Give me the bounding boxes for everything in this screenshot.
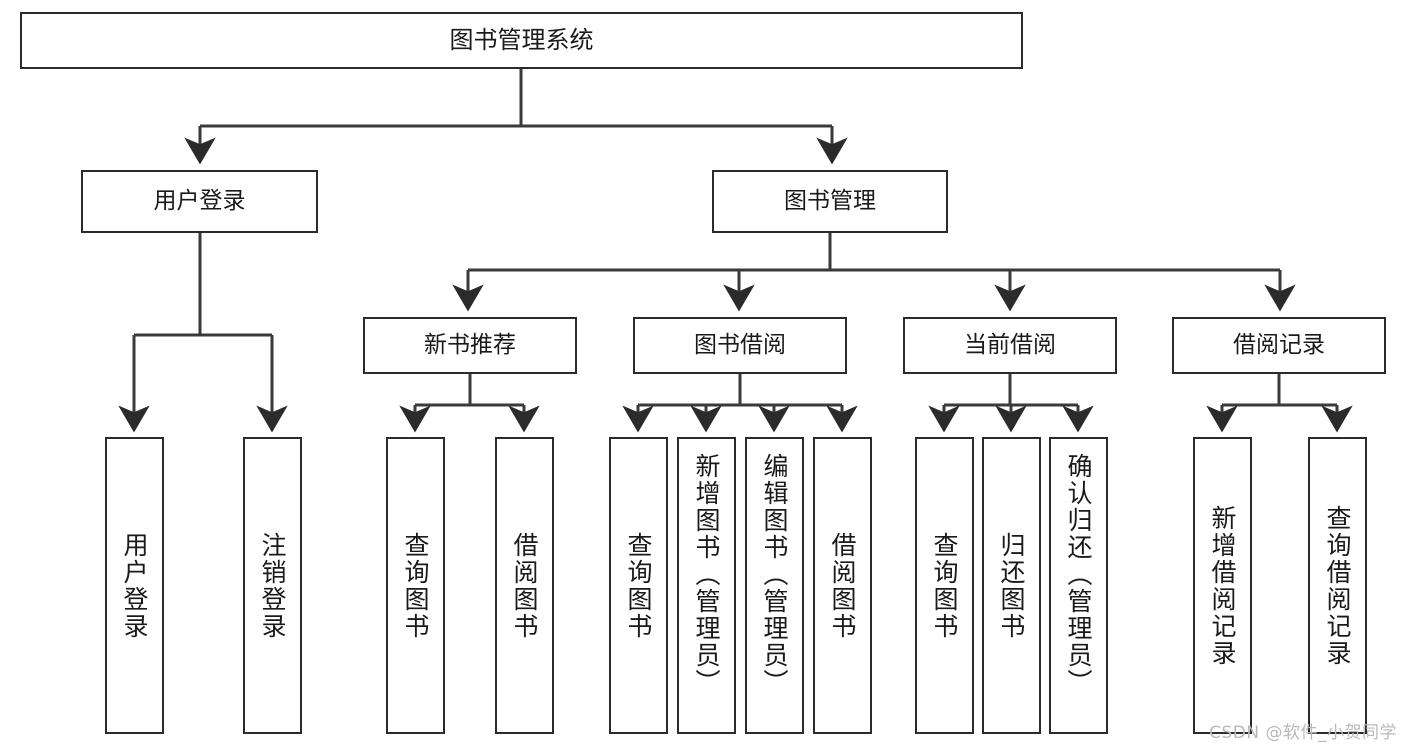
- node-label: 图书管理: [784, 187, 876, 214]
- leaf-borrow-record-query[interactable]: 查询借阅记录: [1308, 437, 1367, 734]
- node-root-system[interactable]: 图书管理系统: [20, 12, 1023, 69]
- node-label: 当前借阅: [964, 331, 1056, 358]
- leaf-current-borrow-return[interactable]: 归还图书: [982, 437, 1041, 734]
- leaf-new-book-query[interactable]: 查询图书: [386, 437, 445, 734]
- leaf-new-book-borrow[interactable]: 借阅图书: [495, 437, 554, 734]
- csdn-watermark: CSDN @软件_小贺同学: [1209, 723, 1397, 743]
- leaf-current-borrow-confirm-return[interactable]: 确认归还（管理员）: [1049, 437, 1108, 734]
- leaf-user-login-signout[interactable]: 注销登录: [243, 437, 302, 734]
- node-label: 用户登录: [120, 531, 149, 640]
- node-label: 确认归还（管理员）: [1064, 453, 1093, 696]
- node-user-login[interactable]: 用户登录: [81, 170, 318, 233]
- node-label: 借阅记录: [1233, 331, 1325, 358]
- node-borrow-record[interactable]: 借阅记录: [1172, 317, 1386, 374]
- node-label: 编辑图书（管理员）: [760, 453, 789, 696]
- node-label: 查询图书: [930, 531, 959, 640]
- leaf-book-borrow-edit[interactable]: 编辑图书（管理员）: [745, 437, 804, 734]
- leaf-book-borrow-lend[interactable]: 借阅图书: [813, 437, 872, 734]
- leaf-current-borrow-query[interactable]: 查询图书: [915, 437, 974, 734]
- leaf-book-borrow-add[interactable]: 新增图书（管理员）: [677, 437, 736, 734]
- node-label: 查询图书: [401, 531, 430, 640]
- node-label: 注销登录: [258, 531, 287, 640]
- leaf-user-login-signin[interactable]: 用户登录: [105, 437, 164, 734]
- node-label: 归还图书: [997, 531, 1026, 640]
- node-label: 借阅图书: [828, 531, 857, 640]
- node-label: 新书推荐: [424, 331, 516, 358]
- node-label: 用户登录: [153, 187, 246, 214]
- leaf-borrow-record-add[interactable]: 新增借阅记录: [1193, 437, 1252, 734]
- node-label: 查询图书: [624, 531, 653, 640]
- node-book-management[interactable]: 图书管理: [712, 170, 948, 233]
- node-label: 新增图书（管理员）: [692, 453, 721, 696]
- node-label: 查询借阅记录: [1323, 504, 1352, 667]
- node-label: 图书管理系统: [449, 26, 594, 55]
- leaf-book-borrow-query[interactable]: 查询图书: [609, 437, 668, 734]
- node-label: 借阅图书: [510, 531, 539, 640]
- node-label: 图书借阅: [694, 331, 786, 358]
- node-current-borrow[interactable]: 当前借阅: [903, 317, 1117, 374]
- node-new-book-recommend[interactable]: 新书推荐: [363, 317, 577, 374]
- node-label: 新增借阅记录: [1208, 504, 1237, 667]
- node-book-borrow[interactable]: 图书借阅: [633, 317, 847, 374]
